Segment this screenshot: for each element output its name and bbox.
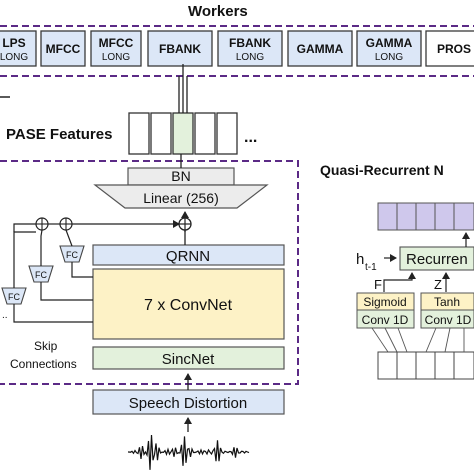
fc-block-1 (59, 245, 85, 263)
input-fan-line (371, 327, 389, 353)
worker-box (217, 30, 283, 67)
pase-ellipsis: ... (244, 129, 257, 146)
qrnn-output-cell (453, 202, 474, 231)
worker-sublabel: LONG (236, 52, 265, 63)
worker-label: MFCC (46, 42, 81, 56)
tanh-label: Tanh (434, 295, 460, 309)
worker-box (0, 30, 37, 67)
feature-cell (150, 112, 172, 155)
conv1d-label-2: Conv 1D (425, 313, 472, 327)
linear-label: Linear (256) (143, 190, 219, 206)
conv1d-label-1: Conv 1D (362, 313, 409, 327)
h-label: h (356, 251, 364, 268)
skip-line (13, 223, 36, 232)
worker-box (40, 30, 86, 67)
worker-label: FBANK (159, 42, 201, 56)
workers-title: Workers (188, 3, 248, 20)
worker-sublabel: LONG (0, 52, 28, 63)
speech-waveform (128, 434, 250, 470)
qrnn-output-vector (377, 202, 474, 231)
worker-label: PROS (437, 42, 471, 56)
linear-trapezoid (93, 184, 269, 209)
qrnn-output-cell (377, 202, 398, 231)
skip-label-line2: Connections (10, 357, 77, 371)
skip-line (40, 282, 93, 301)
worker-sublabel: LONG (102, 52, 131, 63)
h-subscript: t-1 (365, 262, 377, 273)
fc-block-3 (1, 287, 27, 305)
input-fan-line (397, 327, 408, 353)
sincnet-box (92, 346, 285, 370)
qrnn-detail-title: Quasi-Recurrent N (320, 162, 444, 178)
qrnn-output-cell (415, 202, 436, 231)
skip-line (65, 229, 73, 247)
feature-cell-highlighted (172, 112, 194, 155)
worker-box (356, 30, 422, 67)
pase-features-vector (128, 112, 238, 155)
encoder-dashed-box (0, 160, 299, 385)
sigmoid-label: Sigmoid (363, 295, 406, 309)
qrnn-output-cell (434, 202, 455, 231)
qrnn-input-cell (434, 351, 455, 380)
convnet-box (92, 268, 285, 340)
skip-line (40, 229, 43, 266)
pase-features-label: PASE Features (6, 126, 112, 143)
recurrent-box (399, 246, 474, 271)
speech-distortion-box (92, 389, 285, 415)
workers-group: LPS LONG MFCC MFCC LONG FBANK FBANK LONG GAMMA GA… (0, 30, 474, 67)
worker-box (90, 30, 142, 67)
skip-dots: .. (2, 310, 8, 321)
f-to-recurrent-arrow (383, 272, 416, 292)
worker-label: MFCC (99, 36, 134, 50)
fc-block-2 (28, 265, 54, 283)
worker-label: LPS (2, 36, 25, 50)
input-fan-line (444, 327, 451, 353)
skip-line (13, 304, 93, 323)
input-fan-line (384, 327, 398, 353)
worker-label: FBANK (229, 36, 271, 50)
recurrent-label: Recurren (406, 251, 468, 268)
fc-label-2: FC (35, 270, 47, 280)
qrnn-input-cell (415, 351, 436, 380)
feature-cell (216, 112, 238, 155)
convnet-label: 7 x ConvNet (144, 297, 233, 314)
worker-box (147, 30, 213, 67)
skip-connections: FC FC FC .. Skip Connections (1, 217, 180, 371)
qrnn-label: QRNN (166, 248, 210, 265)
qrnn-input-vector (377, 351, 474, 380)
qrnn-box (92, 244, 285, 266)
sincnet-label: SincNet (162, 351, 215, 368)
worker-label: GAMMA (366, 36, 413, 50)
worker-box (287, 30, 353, 67)
f-label: F (374, 277, 382, 292)
qrnn-input-cell (396, 351, 417, 380)
skip-line (71, 262, 93, 278)
worker-label: GAMMA (297, 42, 344, 56)
skip-label-line1: Skip (34, 339, 58, 353)
qrnn-output-cell (396, 202, 417, 231)
worker-box (425, 30, 474, 67)
input-fan-line (425, 327, 437, 353)
conv1d-box-2 (420, 309, 474, 329)
fc-label-3: FC (8, 292, 20, 302)
qrnn-input-cell (377, 351, 398, 380)
feature-cell (128, 112, 150, 155)
qrnn-input-cell (453, 351, 474, 380)
z-label: Z (434, 277, 442, 292)
bn-label: BN (171, 168, 190, 184)
worker-sublabel: LONG (375, 52, 404, 63)
feature-cell (194, 112, 216, 155)
fc-label-1: FC (66, 250, 78, 260)
speech-distortion-label: Speech Distortion (129, 395, 247, 412)
